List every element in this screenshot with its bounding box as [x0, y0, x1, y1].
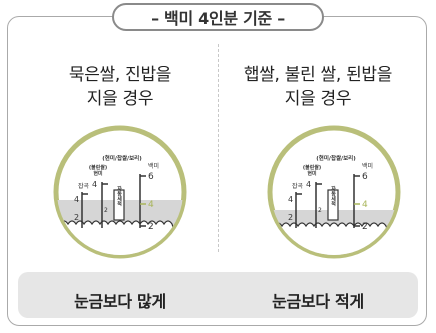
left-tick-4: 4 [288, 195, 293, 204]
left-gauge: (현미/찹쌀/보리) (불린쌀) 현미 백미 6 4 2 4 2 자동세척 잡곡… [52, 124, 188, 260]
box-label-frame [113, 189, 125, 221]
gauge-small-label-1: (불린쌀) [89, 164, 107, 171]
gauge-small-label-2: 현미 [93, 170, 103, 177]
right-gauge-illustration: (현미/찹쌀/보리) (불린쌀) 현미 백미 6 4 2 4 2 자동세척 잡곡… [267, 125, 401, 259]
box-label-frame [327, 189, 339, 221]
right-tick-6: 6 [148, 172, 154, 182]
mid-tick-4: 4 [306, 180, 311, 189]
left-footer: 눈금보다 많게 [74, 292, 166, 311]
right-tick-6: 6 [362, 172, 368, 182]
left-tick-2: 2 [74, 213, 79, 222]
right-tick-2: 2 [148, 222, 154, 232]
gauge-right-label: 백미 [362, 162, 373, 170]
left-gauge-illustration: (현미/찹쌀/보리) (불린쌀) 현미 백미 6 4 2 4 2 자동세척 잡곡… [53, 125, 187, 259]
title-text: – 백미 4인분 기준 – [151, 9, 285, 28]
right-heading-line-2: 지을 경우 [284, 89, 352, 109]
gauge-left-label: 잡곡 [78, 183, 90, 190]
right-footer: 눈금보다 적게 [272, 292, 364, 311]
column-divider [218, 44, 219, 252]
right-tick-2: 2 [362, 222, 368, 232]
left-heading: 묵은쌀, 진밥을 지을 경우 [20, 63, 220, 111]
box-label-text: 자동세척 [116, 185, 122, 207]
gauge-right-label: 백미 [148, 162, 159, 170]
right-heading-line-1: 햅쌀, 불린 쌀, 된밥을 [243, 65, 393, 85]
gauge-left-label: 잡곡 [292, 183, 304, 190]
right-heading: 햅쌀, 불린 쌀, 된밥을 지을 경우 [218, 63, 418, 111]
gauge-top-label: (현미/찹쌀/보리) [316, 154, 356, 162]
svg-text:2: 2 [318, 207, 322, 214]
mid-tick-4: 4 [92, 180, 97, 189]
gauge-small-label-2: 현미 [307, 170, 317, 177]
footer-bar [18, 272, 418, 318]
right-tick-4: 4 [148, 200, 154, 210]
box-label-text: 자동세척 [330, 185, 336, 207]
right-tick-4: 4 [362, 200, 368, 210]
gauge-small-label-1: (불린쌀) [303, 164, 321, 171]
svg-text:2: 2 [104, 207, 108, 214]
left-heading-line-1: 묵은쌀, 진밥을 [68, 65, 172, 85]
left-heading-line-2: 지을 경우 [86, 89, 154, 109]
left-tick-2: 2 [288, 213, 293, 222]
left-tick-4: 4 [74, 195, 79, 204]
gauge-top-label: (현미/찹쌀/보리) [102, 154, 142, 162]
title-pill: – 백미 4인분 기준 – [112, 3, 324, 31]
right-gauge: (현미/찹쌀/보리) (불린쌀) 현미 백미 6 4 2 4 2 자동세척 잡곡… [266, 124, 402, 260]
